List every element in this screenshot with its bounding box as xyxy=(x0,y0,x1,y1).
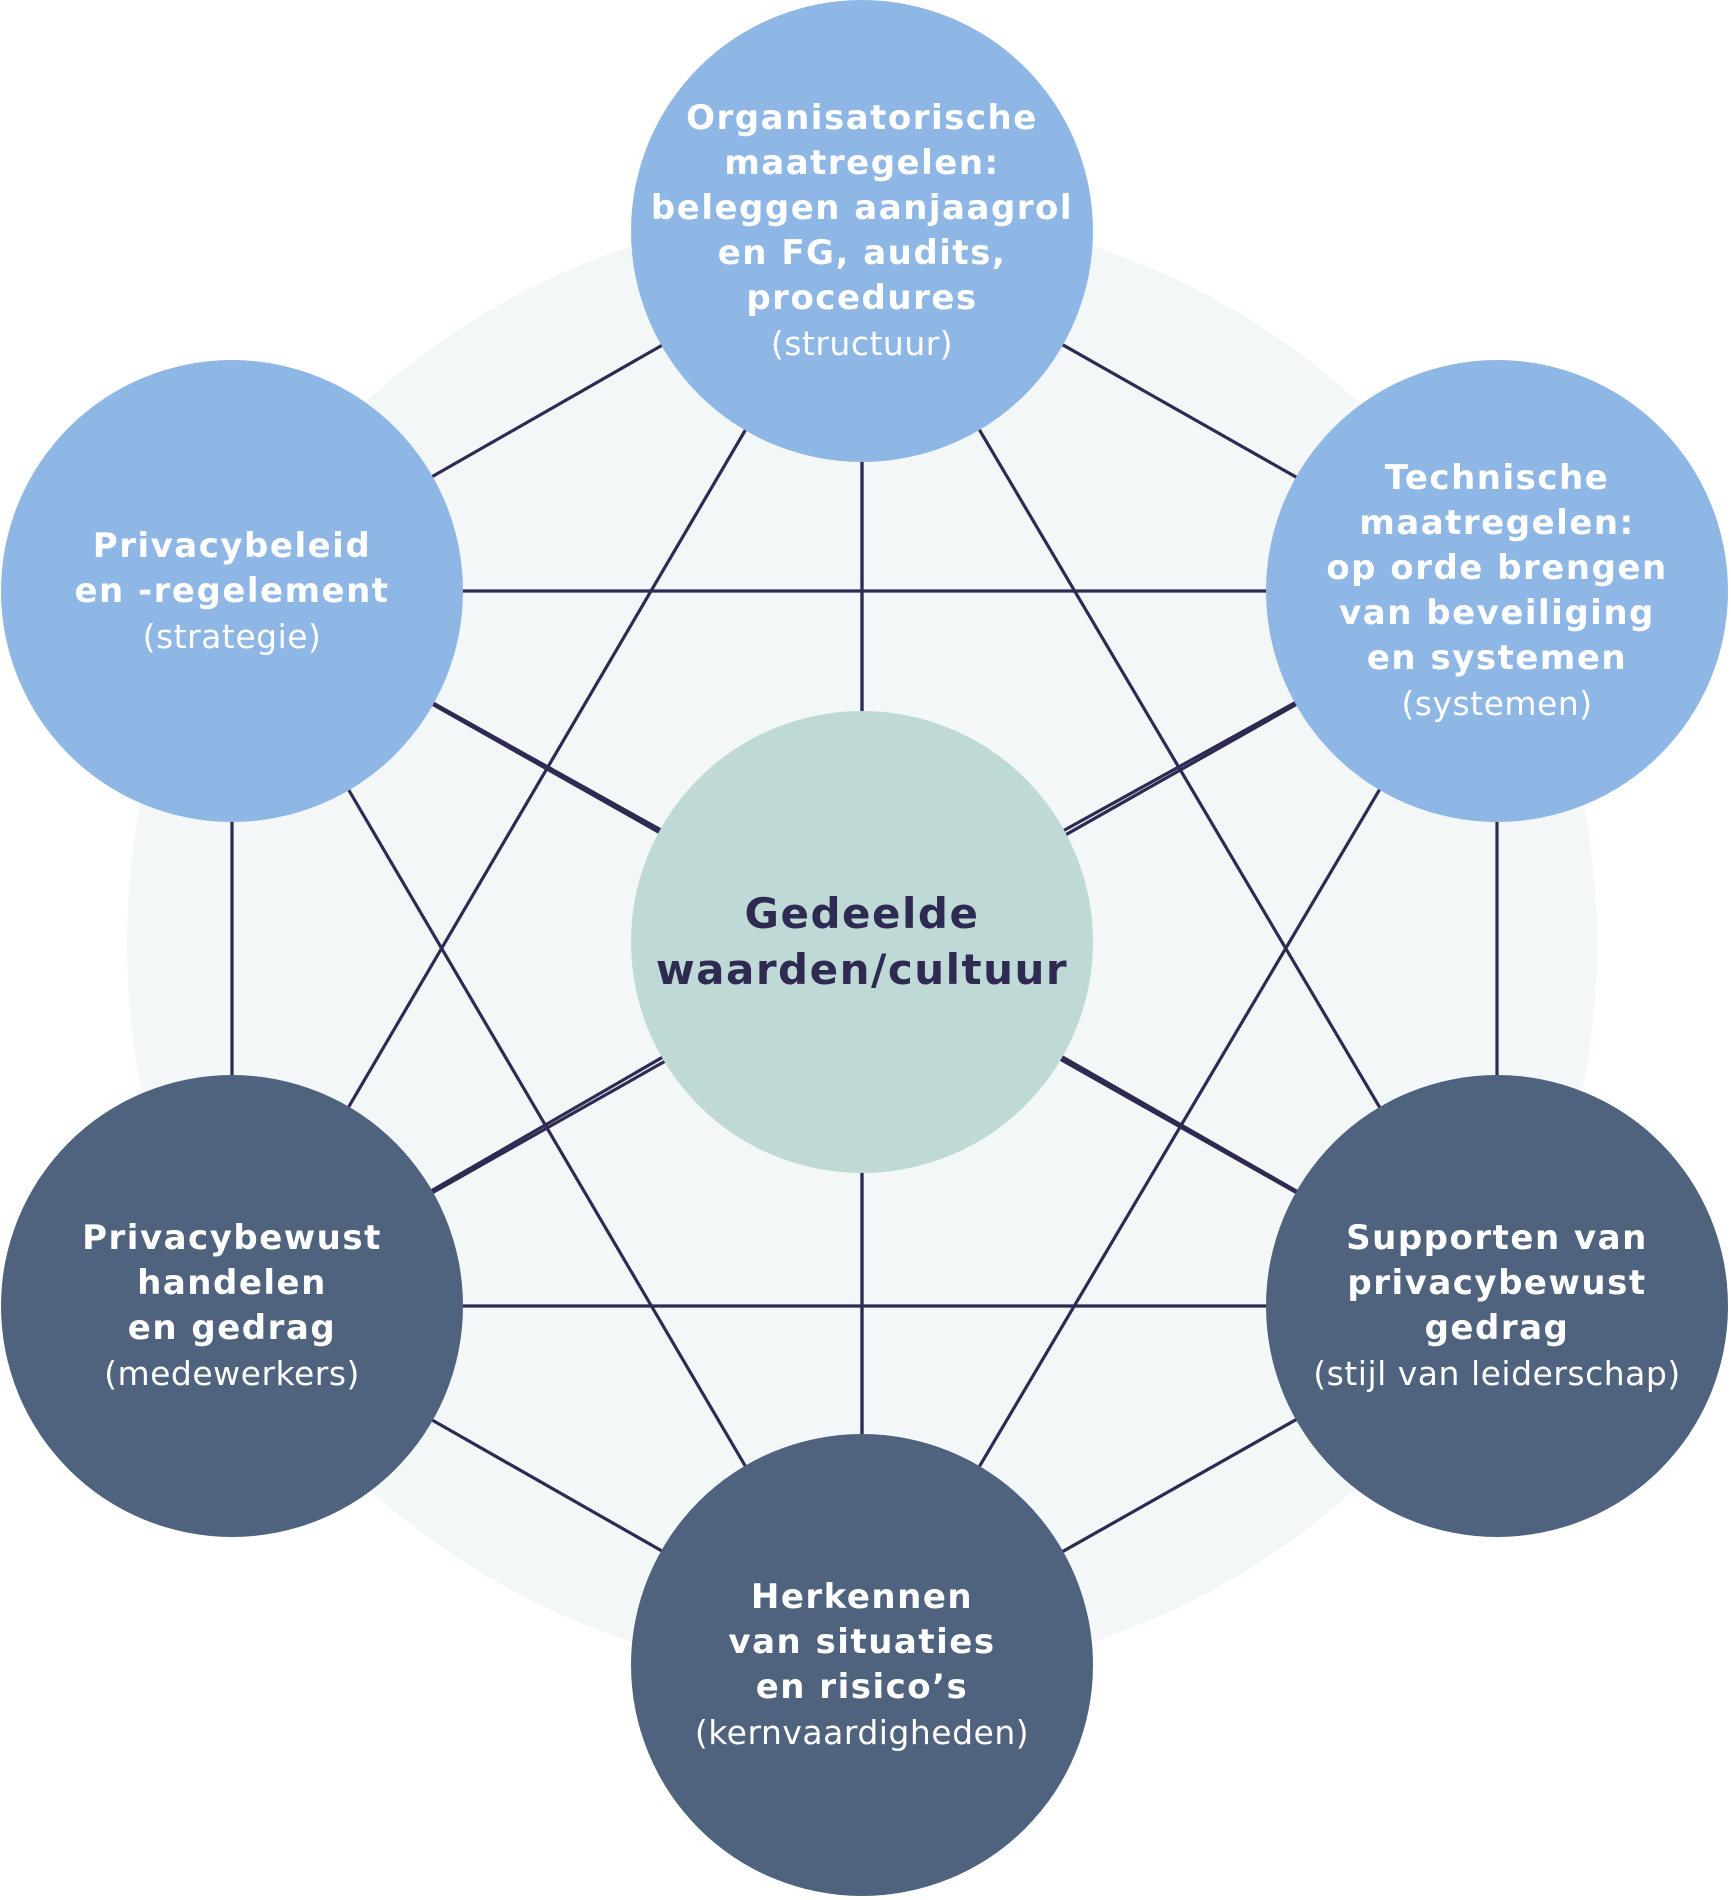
node-staff-subtitle: (medewerkers) xyxy=(104,1354,360,1393)
node-leadership: Supporten van privacybewust gedrag (stij… xyxy=(1266,1075,1728,1537)
node-staff: Privacybewust handelen en gedrag (medewe… xyxy=(1,1075,463,1537)
node-strategy: Privacybeleid en -regelement (strategie) xyxy=(1,360,463,822)
node-skills-subtitle: (kernvaardigheden) xyxy=(694,1713,1030,1752)
node-shared-values: Gedeelde waarden/cultuur xyxy=(631,711,1093,1173)
connector-systems-values xyxy=(1062,701,1297,832)
connector-strategy-values xyxy=(432,701,662,832)
node-systems: Technische maatregelen: op orde brengen … xyxy=(1266,360,1728,822)
node-staff-title: Privacybewust handelen en gedrag xyxy=(82,1218,382,1348)
node-structure: Organisatorische maatregelen: beleggen a… xyxy=(631,0,1093,462)
node-strategy-subtitle: (strategie) xyxy=(142,616,322,656)
node-skills: Herkennen van situaties en risico’s (ker… xyxy=(631,1434,1093,1896)
connector-staff-values xyxy=(430,1055,664,1193)
node-skills-title: Herkennen van situaties en risico’s xyxy=(728,1577,996,1707)
node-systems-title: Technische maatregelen: op orde brengen … xyxy=(1326,458,1668,678)
node-structure-title: Organisatorische maatregelen: beleggen a… xyxy=(650,98,1074,318)
connector-structure-systems xyxy=(1061,343,1298,479)
node-structure-subtitle: (structuur) xyxy=(770,324,954,363)
node-strategy-title: Privacybeleid en -regelement xyxy=(74,525,390,611)
connector-skills-staff xyxy=(431,1418,663,1553)
node-shared-values-title: Gedeelde waarden/cultuur xyxy=(655,889,1069,994)
node-leadership-title: Supporten van privacybewust gedrag xyxy=(1346,1218,1648,1348)
connector-structure-leadership xyxy=(977,428,1382,1109)
connector-structure-strategy xyxy=(430,344,664,478)
connector-leadership-skills xyxy=(1061,1418,1298,1553)
connector-leadership-values xyxy=(1060,1055,1299,1193)
node-systems-subtitle: (systemen) xyxy=(1401,684,1593,723)
node-leadership-subtitle: (stijl van leiderschap) xyxy=(1313,1354,1681,1393)
connector-skills-strategy xyxy=(347,788,747,1468)
